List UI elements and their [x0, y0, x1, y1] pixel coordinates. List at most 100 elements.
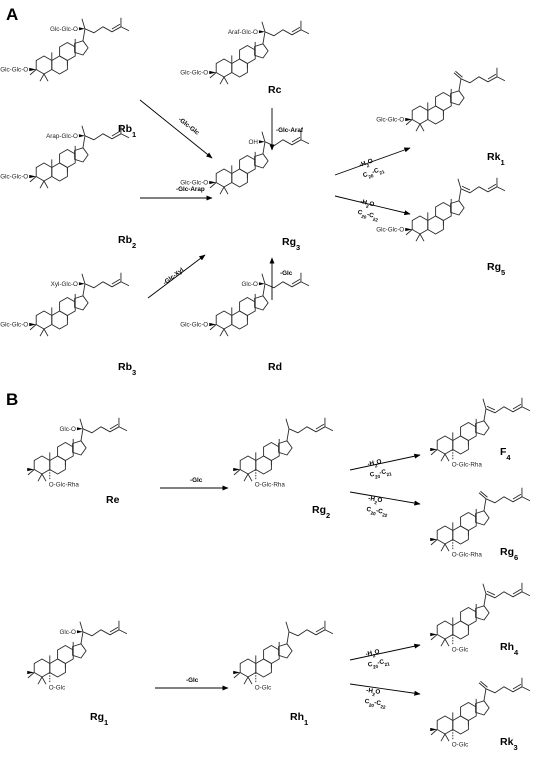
ring-bond [33, 455, 51, 475]
wedge-bond [258, 282, 265, 286]
c20-substituent: Glc-O [59, 629, 76, 636]
terminal-methyl [300, 281, 310, 287]
ring-bond [435, 92, 452, 111]
double-bond [487, 183, 497, 190]
c21-methyl [261, 21, 266, 32]
c17-c20-bond [80, 428, 84, 441]
arrow-a3: -Glc-Arap [140, 186, 213, 201]
c3-substituent: Glc-Glc-O [180, 70, 208, 77]
double-bond [291, 278, 301, 285]
c17-c20-bond [262, 141, 266, 154]
exo-methylene [453, 72, 462, 80]
compound-name-rk1: Rk1 [487, 151, 505, 167]
c20-substituent: Xyl-Glc-O [51, 281, 78, 288]
side-chain [485, 591, 523, 599]
side-chain [485, 406, 523, 414]
methyl-bond [243, 473, 249, 482]
methyl-bond [405, 119, 413, 126]
side-chain [288, 426, 326, 434]
methyl-bond [27, 469, 35, 476]
ring-bond [450, 200, 465, 216]
c6-substituent: O-Glc-Rha [452, 462, 483, 469]
methyl-bond [444, 543, 450, 552]
ring-bond [59, 42, 76, 61]
terminal-methyl [120, 133, 130, 139]
methyl-bond [444, 638, 450, 647]
methyl-bond [219, 186, 225, 195]
c17-c20-bond [458, 188, 462, 201]
c6-substituent: O-Glc [255, 685, 271, 692]
wedge-bond [430, 632, 438, 637]
double-bond [109, 626, 119, 633]
methyl-bond [419, 123, 425, 132]
methyl-bond [37, 676, 43, 685]
arrow-line [334, 147, 411, 176]
c17-c20-bond [82, 135, 86, 148]
c17-c20-bond [80, 631, 84, 644]
methyl-bond [430, 729, 438, 736]
c17-c20-bond [458, 78, 462, 91]
panel-a-label: A [6, 5, 18, 24]
ring-bond [215, 310, 233, 330]
ring-bond [239, 455, 257, 475]
c3-substituent: Glc-Glc-O [0, 174, 28, 181]
methyl-bond [41, 473, 47, 482]
double-bond [109, 423, 119, 430]
side-chain [82, 629, 120, 637]
ring-bond [475, 420, 490, 436]
wedge-bond [76, 630, 83, 634]
side-chain [485, 686, 523, 694]
methyl-bond [27, 672, 35, 679]
c21-methyl [79, 621, 84, 632]
compound-name-rg5: Rg5 [487, 261, 505, 277]
arrow-line [349, 683, 421, 696]
arrow-label: -Glc-Xyl [162, 267, 185, 287]
ring-bond [411, 105, 429, 125]
double-bond [512, 683, 522, 690]
c6-substituent: O-Glc [452, 647, 468, 654]
reaction-label: -H2O [365, 648, 381, 659]
c21-methyl [81, 125, 86, 136]
ring-bond [263, 645, 280, 664]
double-bond [486, 405, 496, 411]
double-bond [111, 23, 121, 30]
reaction-label: -Glc [280, 270, 293, 277]
ring-bond [74, 147, 89, 163]
c21-methyl [285, 418, 290, 429]
c6-substituent: O-Glc-Rha [452, 552, 483, 559]
c17-c20-bond [262, 31, 266, 44]
wedge-bond [258, 30, 265, 34]
wedge-bond [233, 467, 241, 472]
compound-name-rg1: Rg1 [90, 711, 108, 727]
wedge-bond [233, 670, 241, 675]
wedge-bond [78, 27, 85, 31]
reaction-sublabel: C20-C22 [356, 209, 379, 223]
arrow-label: -Glc [280, 270, 293, 277]
terminal-methyl [118, 426, 128, 432]
reaction-label: -Glc [190, 477, 203, 484]
side-chain [264, 281, 302, 289]
methyl-bond [43, 328, 49, 337]
methyl-bond [440, 733, 446, 742]
c3-substituent: Glc-Glc-O [0, 322, 28, 329]
methyl-bond [29, 69, 37, 76]
molecule-rh4: O-Glc Rh4 [430, 582, 531, 657]
arrow-a5: -Glc [269, 257, 293, 300]
compound-name-rh4: Rh4 [500, 641, 519, 657]
ring-bond [72, 643, 87, 659]
compound-name-re: Re [106, 494, 120, 506]
methyl-bond [39, 73, 45, 82]
c21-methyl [261, 131, 266, 142]
arrow-line [349, 453, 421, 471]
methyl-bond [233, 469, 241, 476]
